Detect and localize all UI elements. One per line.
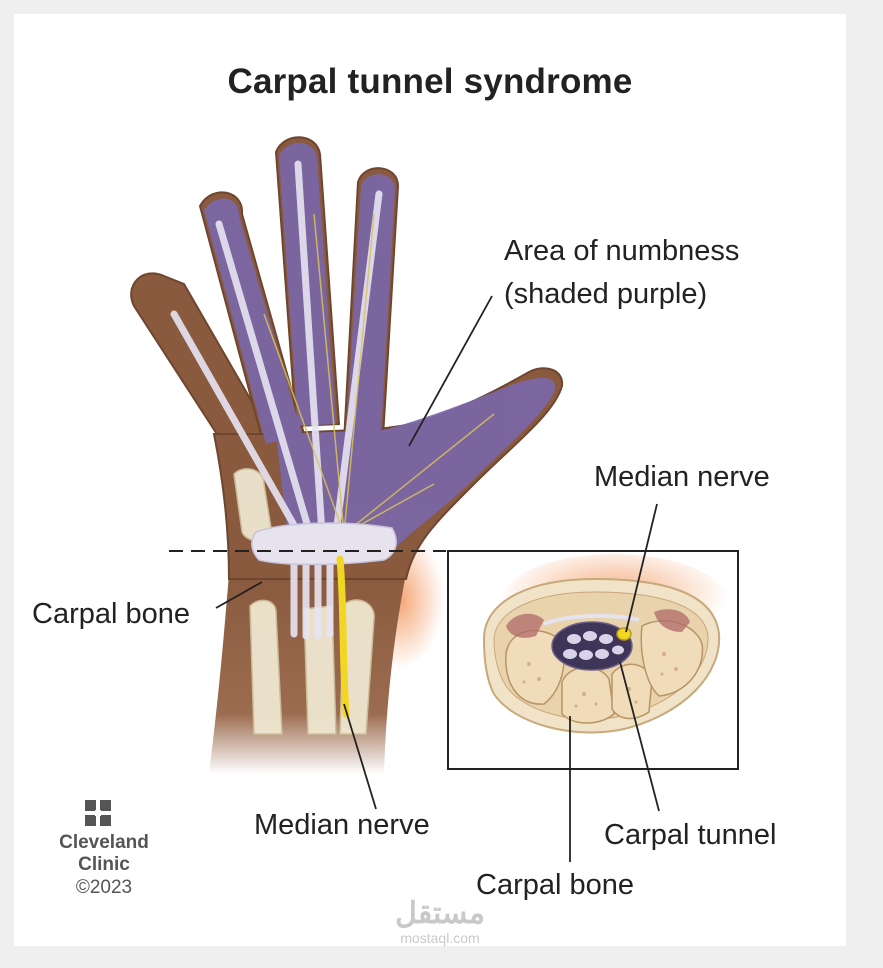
diagram-card: Carpal tunnel syndrome Area of numbness … [14, 14, 846, 946]
diagram-title: Carpal tunnel syndrome [14, 62, 846, 102]
median-nerve-hand-label: Median nerve [254, 810, 430, 842]
watermark-url: mostaql.com [384, 930, 496, 946]
watermark: مستقل mostaql.com [384, 898, 496, 946]
numbness-label-line1: Area of numbness [504, 236, 739, 268]
brand-name-line2: Clinic [54, 854, 154, 876]
cleveland-clinic-brand: Cleveland Clinic ©2023 [54, 798, 154, 900]
carpal-ligament [252, 523, 396, 564]
watermark-arabic: مستقل [384, 898, 496, 930]
numbness-label-line2: (shaded purple) [504, 279, 707, 311]
carpal-tunnel-label: Carpal tunnel [604, 820, 777, 852]
carpal-bone-hand-label: Carpal bone [32, 599, 190, 631]
carpal-bone-inset-label: Carpal bone [476, 870, 634, 902]
median-nerve-inset-label: Median nerve [594, 462, 770, 494]
brand-name-line1: Cleveland [54, 832, 154, 854]
brand-copyright: ©2023 [54, 876, 154, 900]
